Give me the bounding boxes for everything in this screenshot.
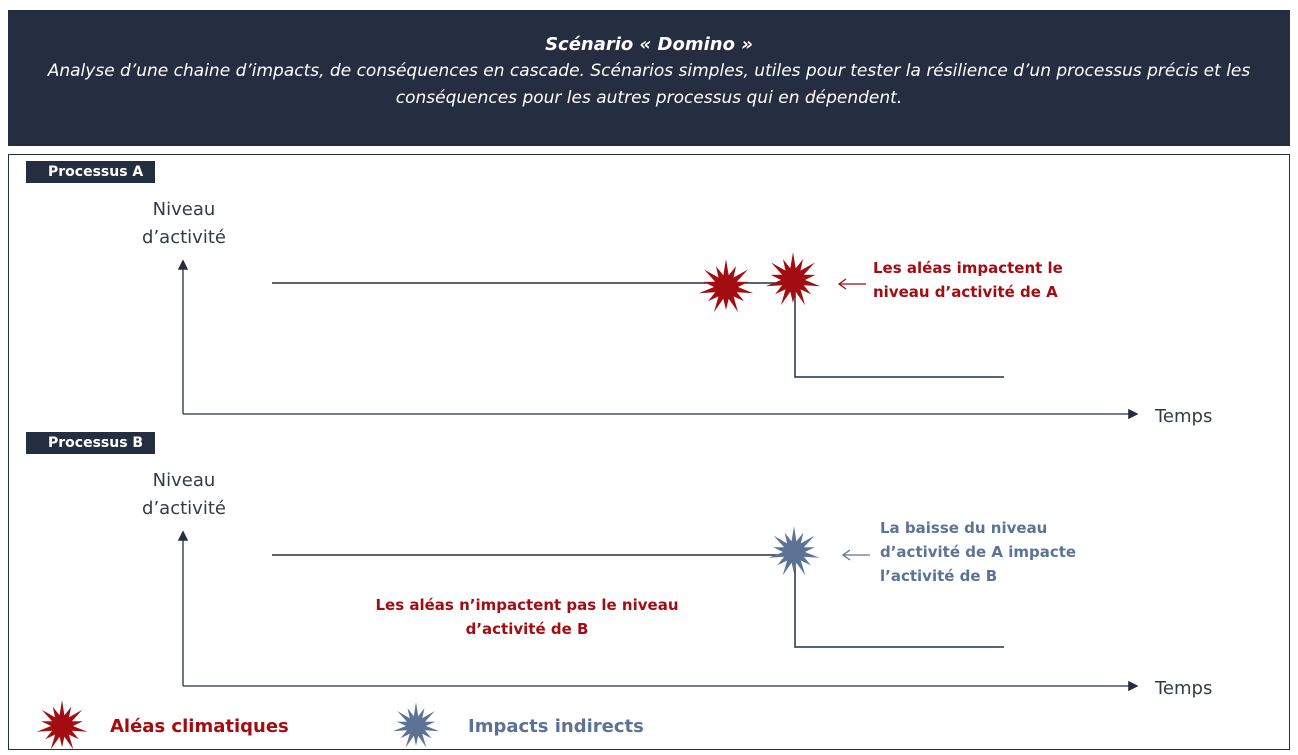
process-b-no-impact-note: Les aléas n’impactent pas le niveau d’ac… [375, 596, 679, 638]
hazard-burst-icon [698, 259, 754, 313]
diagram-panel [8, 154, 1290, 750]
process-b-activity-line [272, 554, 1004, 648]
process-a-y-label: Niveau d’activité [142, 199, 226, 248]
scenario-header: Scénario « Domino » Analyse d’une chaine… [8, 10, 1290, 146]
process-a-pointer-arrow [837, 278, 866, 290]
process-b-badge: Processus B [26, 432, 156, 454]
legend-indirect-label: Impacts indirects [468, 716, 644, 737]
process-b-pointer-arrow [841, 549, 870, 561]
process-b-x-label: Temps [1155, 678, 1213, 699]
process-a-impact-note: Les aléas impactent le niveau d’activité… [873, 259, 1063, 301]
scenario-description: Analyse d’une chaine d’impacts, de consé… [47, 61, 1251, 108]
legend-indirect-burst-icon [392, 702, 440, 748]
legend-hazards-label: Aléas climatiques [110, 716, 289, 737]
hazard-burst-icon [765, 252, 821, 306]
process-a-activity-line [272, 282, 1004, 378]
process-a-badge: Processus A [26, 161, 156, 183]
process-b-y-label: Niveau d’activité [142, 470, 226, 519]
scenario-title: Scénario « Domino » [545, 34, 753, 55]
legend-hazard-burst-icon [36, 700, 88, 750]
indirect-impact-burst-icon [768, 526, 820, 576]
process-b-indirect-note: La baisse du niveau d’activité de A impa… [880, 519, 1077, 585]
process-a-x-label: Temps [1155, 406, 1213, 427]
